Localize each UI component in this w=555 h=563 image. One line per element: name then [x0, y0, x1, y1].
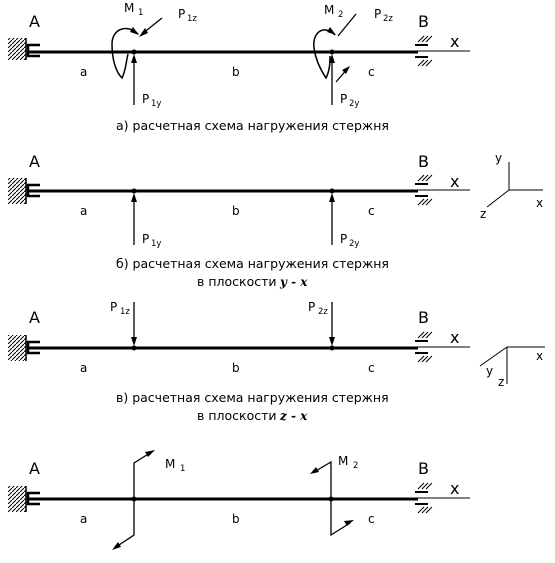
- svg-text:2y: 2y: [349, 99, 359, 109]
- force-p2y: P 2y: [329, 54, 359, 109]
- svg-text:y - x: y - x: [279, 275, 308, 289]
- svg-text:z - x: z - x: [279, 409, 308, 423]
- support-a: [8, 178, 40, 204]
- support-b: [415, 35, 433, 67]
- support-b: [415, 331, 433, 363]
- segment-label-b: b: [232, 361, 240, 375]
- segment-label-a: a: [80, 512, 87, 526]
- segment-label-a: a: [80, 204, 87, 218]
- segment-label-c: c: [368, 361, 375, 375]
- diagram-b: A B x a b c P 1y P 2y y x z б) расчетная: [8, 151, 543, 289]
- segment-label-b: b: [232, 512, 240, 526]
- diagram-v: A B x a b c P 1z P 2z x y z в) расчетная: [8, 300, 545, 423]
- segment-label-c: c: [368, 65, 375, 79]
- svg-text:2: 2: [338, 10, 343, 20]
- svg-text:x: x: [536, 196, 543, 210]
- label-b-point: B: [418, 12, 429, 31]
- segment-label-a: a: [80, 65, 87, 79]
- diagram-g: A B x a b c M 1 M 2: [8, 450, 470, 550]
- svg-text:y: y: [495, 151, 502, 165]
- svg-text:1z: 1z: [187, 14, 197, 24]
- svg-text:P: P: [110, 300, 117, 314]
- caption-v-line1: в) расчетная схема нагружения стержня: [116, 390, 389, 405]
- label-a-point: A: [29, 152, 40, 171]
- moment-vector-m2: M 2: [310, 454, 358, 537]
- svg-text:P: P: [142, 92, 149, 106]
- force-p2y: P 2y: [329, 193, 359, 249]
- segment-label-c: c: [368, 204, 375, 218]
- label-x-axis: x: [450, 32, 459, 51]
- segment-label-b: b: [232, 204, 240, 218]
- force-p1z: P 1z: [139, 7, 197, 37]
- segment-label-a: a: [80, 361, 87, 375]
- diagram-a: A B x a b c M 1 P 1z P 1y: [8, 1, 470, 133]
- moment-m1: M 1: [111, 1, 143, 80]
- label-b-point: B: [418, 308, 429, 327]
- svg-text:M: M: [324, 3, 334, 17]
- force-p1y: P 1y: [131, 54, 161, 109]
- caption-b-line1: б) расчетная схема нагружения стержня: [116, 256, 389, 271]
- svg-text:2y: 2y: [349, 239, 359, 249]
- support-a: [8, 38, 40, 60]
- caption-a: а) расчетная схема нагружения стержня: [116, 118, 389, 133]
- force-p1y: P 1y: [131, 193, 161, 249]
- force-p1z: P 1z: [110, 300, 137, 346]
- svg-text:1y: 1y: [151, 239, 161, 249]
- label-b-point: B: [418, 459, 429, 478]
- label-x-axis: x: [450, 328, 459, 347]
- axes-triad-z-x: x y z: [479, 346, 545, 389]
- axes-triad-y-x-z: y x z: [480, 151, 543, 221]
- svg-text:M: M: [338, 454, 348, 468]
- svg-text:1: 1: [138, 8, 143, 18]
- svg-text:в плоскости: в плоскости: [197, 274, 277, 289]
- svg-text:P: P: [178, 7, 185, 21]
- svg-text:P: P: [340, 92, 347, 106]
- svg-text:2z: 2z: [383, 14, 393, 24]
- svg-text:M: M: [165, 457, 175, 471]
- moment-m2: M 2: [313, 3, 357, 80]
- support-b: [415, 174, 433, 206]
- svg-text:2z: 2z: [318, 307, 328, 317]
- label-a-point: A: [29, 12, 40, 31]
- svg-text:x: x: [536, 349, 543, 363]
- label-a-point: A: [29, 459, 40, 478]
- segment-label-b: b: [232, 65, 240, 79]
- label-b-point: B: [418, 152, 429, 171]
- svg-text:P: P: [340, 232, 347, 246]
- support-b: [415, 482, 433, 514]
- svg-text:2: 2: [353, 461, 358, 471]
- force-p2z: P 2z: [308, 300, 335, 346]
- force-p2z: P 2z: [374, 7, 393, 24]
- svg-text:1: 1: [180, 464, 185, 474]
- svg-text:P: P: [308, 300, 315, 314]
- label-a-point: A: [29, 308, 40, 327]
- svg-text:z: z: [480, 207, 486, 221]
- svg-text:1z: 1z: [120, 307, 130, 317]
- label-x-axis: x: [450, 172, 459, 191]
- svg-text:z: z: [498, 375, 504, 389]
- svg-text:P: P: [374, 7, 381, 21]
- svg-text:y: y: [486, 364, 493, 378]
- svg-text:в плоскости: в плоскости: [197, 408, 277, 423]
- label-x-axis: x: [450, 479, 459, 498]
- caption-b-line2: в плоскости y - x: [197, 274, 308, 289]
- caption-v-line2: в плоскости z - x: [197, 408, 308, 423]
- segment-label-c: c: [368, 512, 375, 526]
- svg-text:M: M: [124, 1, 134, 15]
- svg-text:1y: 1y: [151, 99, 161, 109]
- svg-text:P: P: [142, 232, 149, 246]
